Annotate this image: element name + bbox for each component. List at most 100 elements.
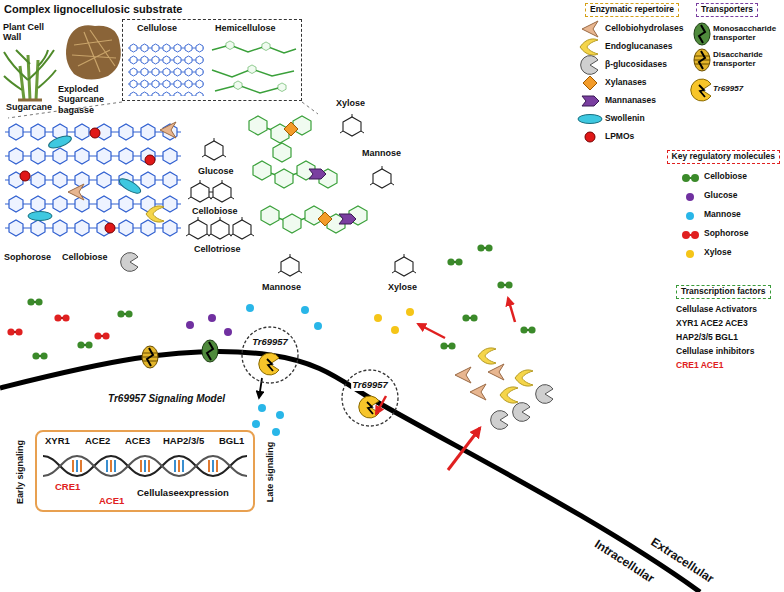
sugar-label: Cellotriose xyxy=(194,244,241,254)
cell-wall-detail xyxy=(278,83,286,92)
legend-icons xyxy=(694,49,710,71)
cellulose-fibre xyxy=(117,176,142,196)
gene-name: ACE2 xyxy=(85,436,110,447)
cell-wall-detail xyxy=(234,81,242,90)
swatch-dot xyxy=(691,174,699,182)
hemicellulose-chain xyxy=(293,116,311,135)
dashed-circle xyxy=(340,368,400,428)
cellulose-fibre xyxy=(145,155,155,165)
gene-name: CRE1 xyxy=(55,482,80,493)
signal-molecules xyxy=(27,298,42,305)
sugar-molecules xyxy=(370,166,394,188)
zoom-box: Cellulose Hemicellulose xyxy=(122,19,302,101)
legend-text: Disaccharide transporter xyxy=(713,50,779,68)
signal-molecules xyxy=(477,244,492,251)
legend-heading: Transcription factors xyxy=(676,285,771,299)
dna-rung xyxy=(110,460,112,472)
sugarcane-plant xyxy=(18,99,42,102)
cellulose-fibre xyxy=(68,184,84,200)
transporter-circle: Tr69957 xyxy=(340,368,400,428)
sugar-molecules xyxy=(202,138,226,160)
legend-text: Mannanases xyxy=(605,96,656,106)
sugar-label: Xylose xyxy=(388,282,417,292)
dna-strand xyxy=(43,456,247,476)
dna-box: XYR1ACE2ACE3HAP2/3/5BGL1CRE1ACE1Cellulas… xyxy=(35,430,255,512)
hemicellulose-chain xyxy=(283,214,301,233)
substrate-label: Exploded Sugarcane bagasse xyxy=(58,84,122,115)
legend-icons xyxy=(582,96,599,106)
hemicellulose-chain xyxy=(261,206,279,225)
dna-rung xyxy=(178,460,180,472)
hemicellulose-chain xyxy=(318,212,332,226)
cellulose-fibre xyxy=(160,122,176,138)
signal-molecules xyxy=(54,314,69,321)
signal-arrows xyxy=(376,396,386,414)
signal-molecules xyxy=(301,306,309,314)
cellulose-fibre xyxy=(105,223,115,233)
legend-heading: Enzymatic repertoire xyxy=(585,3,679,17)
swatch-dot xyxy=(686,250,694,258)
signal-molecules xyxy=(258,404,266,412)
signal-molecules xyxy=(391,326,399,334)
factor-label: CRE1 ACE1 xyxy=(676,361,723,371)
legend-heading: Transporters xyxy=(696,3,758,17)
gene-name: HAP2/3/5 xyxy=(163,436,204,447)
figure-title: Complex lignocellulosic substrate xyxy=(4,3,183,16)
legend-text: Tr69957 xyxy=(713,84,743,93)
sugar-label: Glucose xyxy=(198,166,234,176)
signal-molecules xyxy=(32,352,47,359)
bagasse-photo xyxy=(66,25,121,79)
dna-rung xyxy=(208,460,210,472)
legend-heading: Key regulatory molecules xyxy=(667,150,780,164)
legend-icons xyxy=(691,79,711,101)
legend-title: Key regulatory molecules xyxy=(672,152,775,162)
signal-molecules xyxy=(520,326,535,333)
dna-rung xyxy=(182,460,184,472)
signal-molecules xyxy=(224,328,232,336)
signal-arrows xyxy=(259,298,515,470)
structure-label: Cellulose xyxy=(137,23,177,33)
sugar-molecules xyxy=(188,180,212,202)
signal-molecules xyxy=(7,244,535,436)
secreted-enzymes xyxy=(536,385,553,404)
legend-icons xyxy=(581,56,598,75)
cell-wall-detail xyxy=(226,41,234,50)
dna-rung xyxy=(72,460,74,472)
sugarcane-plant xyxy=(4,50,56,100)
sugar-molecules xyxy=(392,254,416,276)
cell-wall-detail xyxy=(128,42,204,96)
cellulose-fibre xyxy=(28,212,52,221)
dna-rung xyxy=(80,460,82,472)
legend-icons xyxy=(583,76,597,90)
swatch-dot xyxy=(682,231,690,239)
gene-name: XYR1 xyxy=(45,436,70,447)
cell-membrane xyxy=(202,340,218,362)
dna-rung xyxy=(174,460,176,472)
dna-rung xyxy=(140,460,142,472)
color-swatch xyxy=(680,192,702,202)
factor-label: XYR1 ACE2 ACE3 xyxy=(676,319,748,329)
legend-text: Mannose xyxy=(704,210,741,220)
sugar-label: Cellobiose xyxy=(192,206,238,216)
cellulose-fibre xyxy=(5,120,181,271)
gene-name: BGL1 xyxy=(219,436,244,447)
secreted-enzymes xyxy=(455,367,471,383)
structure-label: Hemicellulose xyxy=(215,23,276,33)
sugar-label: Mannose xyxy=(362,148,401,158)
factor-label: Cellulase Activators xyxy=(676,305,757,315)
cell-membrane xyxy=(259,353,279,375)
sugarcane-plant xyxy=(4,50,56,90)
signal-molecules xyxy=(252,420,260,428)
legend-text: Cellobiohydrolases xyxy=(605,24,683,34)
cell-wall-detail xyxy=(8,41,318,118)
legend-text: Cellobiose xyxy=(704,172,747,182)
hemicellulose-chain xyxy=(339,214,356,224)
signal-arrows xyxy=(448,428,480,470)
dashed-circle xyxy=(240,325,300,385)
legend-text: Xylose xyxy=(704,248,731,258)
swatch-dot xyxy=(686,212,694,220)
legend-text: Glucose xyxy=(704,191,738,201)
signal-molecules xyxy=(272,428,280,436)
legend-title: Enzymatic repertoire xyxy=(590,5,674,15)
transporter-name: Tr69957 xyxy=(251,337,289,348)
